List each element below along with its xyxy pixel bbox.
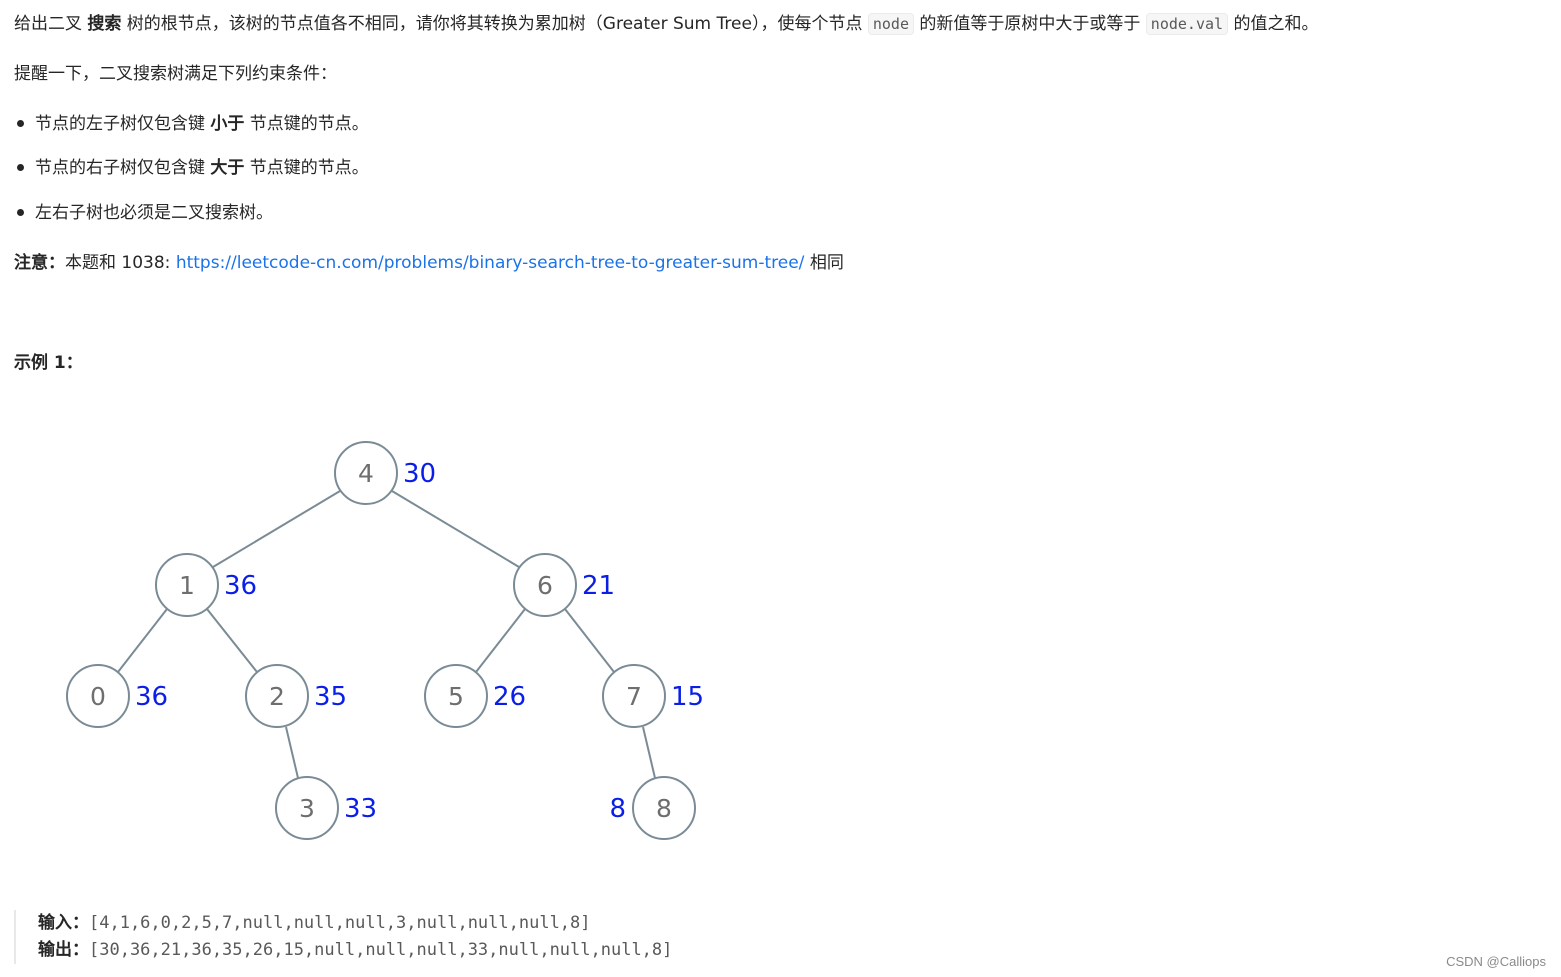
edge [212, 490, 341, 568]
node-value: 1 [179, 571, 195, 600]
constraint-bold: 小于 [210, 114, 245, 134]
node-circle [334, 441, 398, 505]
watermark: CSDN @Calliops [1446, 954, 1546, 969]
edge [642, 726, 656, 779]
note-text: 本题和 1038: [65, 253, 176, 273]
tree-node: 1 36 [155, 553, 257, 617]
constraint-text: 节点的右子树仅包含键 [35, 158, 211, 178]
constraint-item: 节点的左子树仅包含键 小于 节点键的节点。 [14, 112, 369, 136]
input-label: 输入： [38, 913, 89, 933]
constraint-text: 左右子树也必须是二叉搜索树。 [35, 203, 273, 223]
tree-node: 88 [609, 776, 696, 840]
note-suffix: 相同 [804, 253, 844, 273]
node-value: 3 [299, 794, 315, 823]
code-node-val: node.val [1145, 13, 1229, 35]
node-value: 5 [448, 682, 464, 711]
example-io: 输入：[4,1,6,0,2,5,7,null,null,null,3,null,… [14, 910, 672, 964]
tree-node: 4 30 [334, 441, 436, 505]
code-node: node [867, 13, 914, 35]
note-label: 注意： [14, 253, 65, 273]
node-sum: 33 [344, 794, 377, 824]
output-label: 输出： [38, 940, 89, 960]
node-value: 6 [537, 571, 553, 600]
tree-edges [117, 490, 656, 779]
tree-node: 2 35 [245, 664, 347, 728]
note: 注意：本题和 1038: https://leetcode-cn.com/pro… [14, 251, 844, 275]
leetcode-link[interactable]: https://leetcode-cn.com/problems/binary-… [175, 253, 805, 273]
problem-description: 给出二叉 搜索 树的根节点，该树的节点值各不相同，请你将其转换为累加树（Grea… [14, 12, 1318, 36]
tree-node: 0 36 [66, 664, 168, 728]
edge [117, 608, 168, 673]
node-circle [245, 664, 309, 728]
intro-bold-search: 搜索 [87, 14, 122, 34]
bullet-icon [17, 119, 24, 127]
constraint-text: 节点键的节点。 [244, 158, 369, 178]
node-circle [66, 664, 130, 728]
node-sum: 35 [314, 682, 347, 712]
input-value: [4,1,6,0,2,5,7,null,null,null,3,null,nul… [89, 913, 591, 933]
tree-node: 7 15 [602, 664, 704, 728]
example-heading: 示例 1： [14, 353, 83, 373]
node-sum: 36 [135, 682, 168, 712]
node-sum: 15 [671, 682, 704, 712]
edge [391, 490, 520, 568]
node-value: 8 [656, 794, 672, 823]
bullet-icon [17, 163, 24, 171]
node-sum: 8 [609, 794, 626, 824]
reminder-text: 提醒一下，二叉搜索树满足下列约束条件： [14, 64, 337, 84]
intro-text-4: 的值之和。 [1228, 14, 1319, 34]
node-circle [155, 553, 219, 617]
edge [285, 726, 299, 779]
node-value: 2 [269, 682, 285, 711]
node-sum: 21 [582, 571, 615, 601]
node-sum: 36 [224, 571, 257, 601]
node-circle [424, 664, 488, 728]
constraint-bold: 大于 [210, 158, 245, 178]
intro-text-3: 的新值等于原树中大于或等于 [913, 14, 1146, 34]
constraint-text: 节点的左子树仅包含键 [35, 114, 211, 134]
edge [475, 608, 526, 673]
tree-node: 5 26 [424, 664, 526, 728]
tree-node: 6 21 [513, 553, 615, 617]
constraint-text: 节点键的节点。 [244, 114, 369, 134]
node-value: 4 [358, 459, 374, 488]
constraint-item: 节点的右子树仅包含键 大于 节点键的节点。 [14, 156, 369, 180]
node-value: 0 [90, 682, 106, 711]
intro-text-1: 给出二叉 [14, 14, 88, 34]
node-circle [513, 553, 577, 617]
node-sum: 26 [493, 682, 526, 712]
edge [564, 608, 615, 673]
bullet-icon [17, 208, 24, 216]
edge [206, 608, 258, 673]
example-output: 输出：[30,36,21,36,35,26,15,null,null,null,… [38, 937, 672, 964]
node-circle [275, 776, 339, 840]
node-sum: 30 [403, 459, 436, 489]
node-circle [602, 664, 666, 728]
output-value: [30,36,21,36,35,26,15,null,null,null,33,… [89, 940, 673, 960]
example-input: 输入：[4,1,6,0,2,5,7,null,null,null,3,null,… [38, 910, 672, 937]
constraint-item: 左右子树也必须是二叉搜索树。 [14, 201, 273, 225]
node-value: 7 [626, 682, 642, 711]
intro-text-2: 树的根节点，该树的节点值各不相同，请你将其转换为累加树（Greater Sum … [121, 14, 868, 34]
node-circle [632, 776, 696, 840]
